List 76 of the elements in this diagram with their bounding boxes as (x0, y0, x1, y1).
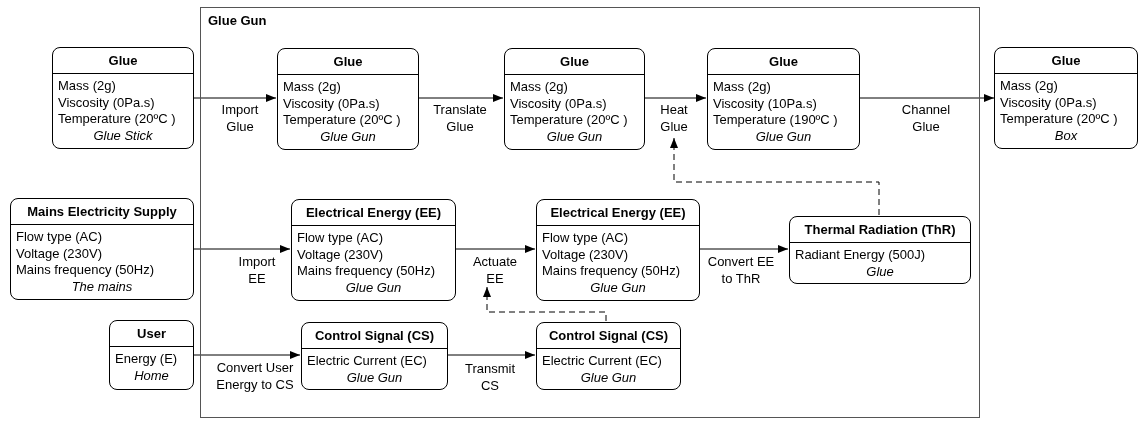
flow-state-box (291, 199, 456, 301)
flow-arrow (643, 94, 707, 102)
attribute-text: Mains frequency (50Hz) (16, 262, 155, 279)
location-text: Glue Stick (93, 127, 153, 144)
flow-state-box (109, 320, 194, 390)
attribute-text: Temperature (20ºC ) (58, 111, 177, 128)
flow-state-box (994, 47, 1138, 149)
attribute-text: Energy (E) (115, 351, 179, 368)
box-heading: Mains Electricity Supply (11, 199, 193, 225)
location-text: Glue (866, 263, 894, 280)
flow-arrow (858, 94, 995, 102)
flow-arrow (417, 94, 504, 102)
attribute-text: Radiant Energy (500J) (795, 247, 927, 264)
location-text: Glue Gun (590, 279, 646, 296)
box-heading: Control Signal (CS) (537, 323, 680, 349)
box-heading: Electrical Energy (EE) (292, 200, 455, 226)
attribute-text: Viscosity (10Pa.s) (713, 95, 818, 112)
attribute-text: Flow type (AC) (542, 230, 629, 247)
attribute-text: Voltage (230V) (297, 246, 384, 263)
attribute-text: Electric Current (EC) (307, 353, 428, 370)
location-text: Box (1054, 127, 1078, 144)
flow-state-box (52, 47, 194, 149)
attribute-text: Temperature (190ºC ) (713, 112, 839, 129)
flow-arrow (193, 245, 291, 253)
flow-state-box (536, 199, 700, 301)
location-text: Glue Gun (546, 128, 603, 145)
attribute-text: Viscosity (0Pa.s) (283, 95, 381, 112)
location-text: Glue Gun (755, 128, 812, 145)
flow-arrow (670, 137, 880, 216)
attribute-text: Mass (2g) (1000, 78, 1059, 95)
box-heading: Control Signal (CS) (302, 323, 447, 349)
flow-state-box (789, 216, 971, 284)
flow-arrow (446, 351, 536, 359)
flow-arrow (193, 94, 277, 102)
flow-arrow (483, 286, 607, 322)
flow-state-box (504, 48, 645, 150)
attribute-text: Voltage (230V) (16, 245, 103, 262)
attribute-text: Mass (2g) (283, 79, 342, 96)
attribute-text: Temperature (20ºC ) (1000, 111, 1119, 128)
attribute-text: Temperature (20ºC ) (283, 112, 402, 129)
flow-arrow (454, 245, 536, 253)
attribute-text: Flow type (AC) (16, 229, 103, 246)
location-text: Home (134, 367, 169, 384)
flow-state-box (301, 322, 448, 390)
box-heading: Glue (708, 49, 859, 75)
box-heading: Electrical Energy (EE) (537, 200, 699, 226)
boundary-title: Glue Gun (208, 12, 267, 30)
location-text: Glue Gun (345, 279, 402, 296)
flow-arrow (698, 245, 789, 253)
box-heading: Thermal Radiation (ThR) (790, 217, 970, 243)
attribute-text: Mass (2g) (510, 79, 569, 96)
attribute-text: Viscosity (0Pa.s) (510, 95, 608, 112)
location-text: Glue Gun (346, 369, 403, 386)
box-heading: Glue (505, 49, 644, 75)
box-heading: User (110, 321, 193, 347)
flow-state-box (536, 322, 681, 390)
attribute-text: Voltage (230V) (542, 246, 629, 263)
box-heading: Glue (53, 48, 193, 74)
location-text: The mains (71, 278, 133, 295)
location-text: Glue Gun (320, 128, 376, 145)
flow-state-box (277, 48, 419, 150)
attribute-text: Mass (2g) (713, 79, 772, 96)
attribute-text: Temperature (20ºC ) (510, 112, 629, 129)
box-heading: Glue (278, 49, 418, 75)
flow-state-box (707, 48, 860, 150)
attribute-text: Mass (2g) (58, 78, 117, 95)
attribute-text: Electric Current (EC) (542, 353, 663, 370)
box-heading: Glue (995, 48, 1137, 74)
attribute-text: Mains frequency (50Hz) (297, 263, 436, 280)
location-text: Glue Gun (580, 369, 637, 386)
flow-state-box (10, 198, 194, 300)
flow-arrow (193, 351, 301, 359)
attribute-text: Viscosity (0Pa.s) (58, 94, 156, 111)
attribute-text: Mains frequency (50Hz) (542, 263, 681, 280)
attribute-text: Viscosity (0Pa.s) (1000, 94, 1098, 111)
attribute-text: Flow type (AC) (297, 230, 384, 247)
